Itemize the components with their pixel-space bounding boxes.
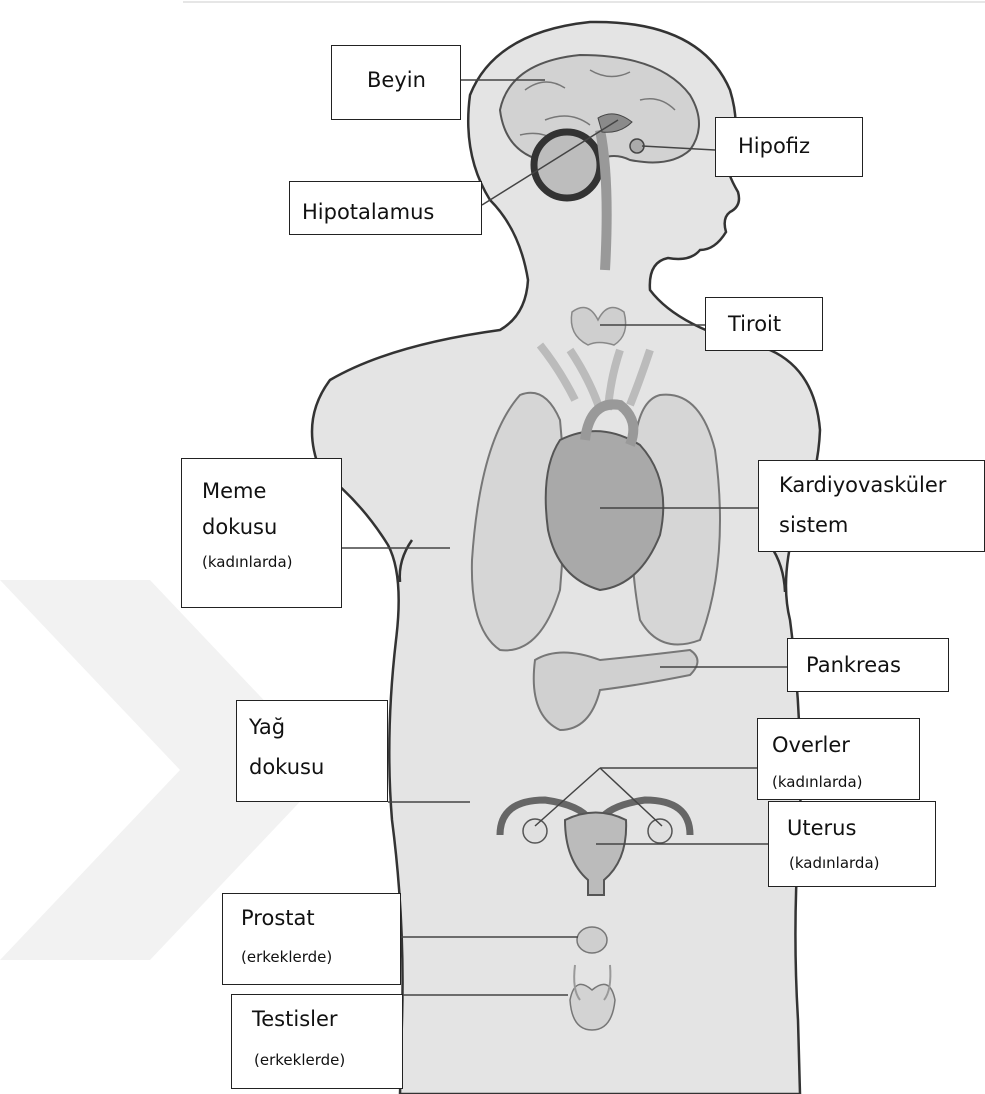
- label-pankreas-text: Pankreas: [806, 653, 901, 677]
- label-yag: Yağ dokusu: [236, 700, 388, 802]
- label-meme-line3: (kadınlarda): [202, 553, 293, 571]
- label-uterus: Uterus (kadınlarda): [768, 801, 936, 887]
- label-hipofiz: Hipofiz: [715, 117, 863, 177]
- label-hipotalamus-text: Hipotalamus: [302, 200, 434, 224]
- label-testisler: Testisler (erkeklerde): [231, 994, 403, 1089]
- label-meme-line2: dokusu: [202, 515, 277, 539]
- label-uterus-line2: (kadınlarda): [789, 854, 880, 872]
- label-uterus-line1: Uterus: [787, 816, 856, 840]
- label-testisler-line2: (erkeklerde): [254, 1051, 345, 1069]
- label-beyin-text: Beyin: [367, 68, 426, 92]
- label-tiroit: Tiroit: [705, 297, 823, 351]
- label-yag-line1: Yağ: [249, 715, 285, 739]
- label-yag-line2: dokusu: [249, 755, 324, 779]
- label-meme: Meme dokusu (kadınlarda): [181, 458, 342, 608]
- label-kardiyo-line1: Kardiyovasküler: [779, 473, 946, 497]
- label-tiroit-text: Tiroit: [728, 312, 781, 336]
- right-ovary: [648, 819, 672, 843]
- label-prostat: Prostat (erkeklerde): [222, 893, 401, 985]
- left-ovary: [523, 819, 547, 843]
- label-overler-line1: Overler: [772, 733, 850, 757]
- label-hipotalamus: Hipotalamus: [289, 181, 482, 235]
- pituitary-organ: [630, 139, 644, 153]
- prostate-organ: [577, 927, 607, 953]
- label-overler-line2: (kadınlarda): [772, 773, 863, 791]
- cerebellum: [534, 132, 600, 198]
- label-pankreas: Pankreas: [787, 638, 949, 692]
- label-prostat-line1: Prostat: [241, 906, 315, 930]
- label-overler: Overler (kadınlarda): [757, 718, 920, 800]
- label-kardiyo-line2: sistem: [779, 513, 848, 537]
- label-testisler-line1: Testisler: [252, 1007, 338, 1031]
- label-hipofiz-text: Hipofiz: [738, 134, 810, 158]
- label-beyin: Beyin: [331, 45, 461, 120]
- label-meme-line1: Meme: [202, 479, 266, 503]
- label-kardiyo: Kardiyovasküler sistem: [758, 460, 985, 552]
- label-prostat-line2: (erkeklerde): [241, 948, 332, 966]
